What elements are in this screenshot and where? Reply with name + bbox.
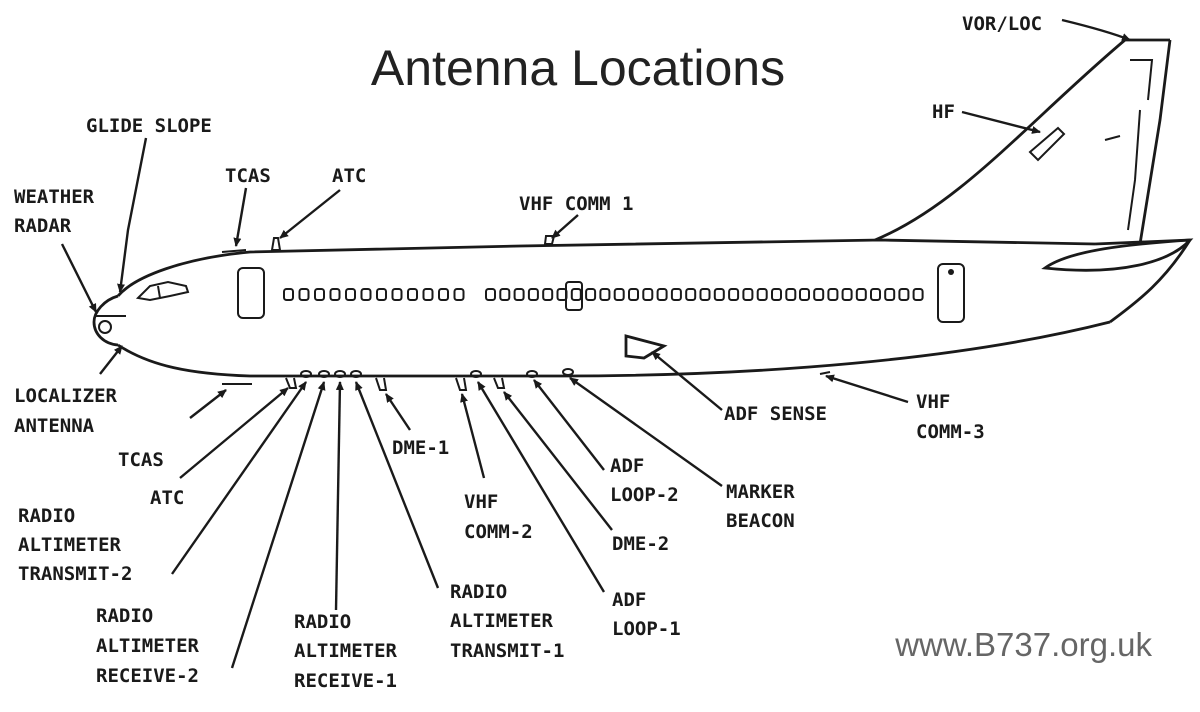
label-vhf-comm-3: VHF COMM-3	[916, 391, 985, 443]
cabin-window	[785, 288, 797, 301]
cabin-window	[713, 288, 725, 301]
cabin-window	[656, 288, 668, 301]
cabin-window	[870, 288, 881, 301]
cabin-window	[513, 288, 525, 301]
diagram-title: Antenna Locations	[371, 40, 785, 96]
cabin-window	[699, 288, 711, 301]
antenna-labels: VOR/LOC HF GLIDE SLOPE WEATHER RADAR TCA…	[14, 13, 1042, 692]
label-glide-slope: GLIDE SLOPE	[86, 115, 212, 137]
aircraft-outline	[92, 38, 1194, 391]
cabin-window	[728, 288, 740, 301]
label-adf-sense: ADF SENSE	[724, 403, 827, 425]
label-adf-loop-1: ADF LOOP-1	[612, 589, 681, 640]
cabin-window	[391, 288, 403, 301]
label-weather-radar: WEATHER RADAR	[14, 186, 106, 237]
label-radio-altimeter-receive-1: RADIO ALTIMETER RECEIVE-1	[294, 611, 408, 692]
cabin-window	[360, 288, 372, 301]
cabin-window	[670, 288, 682, 301]
label-vhf-comm-2: VHF COMM-2	[464, 491, 533, 543]
cabin-window	[570, 288, 582, 301]
cabin-window	[585, 288, 597, 301]
label-atc-bottom: ATC	[150, 487, 184, 509]
cabin-window	[345, 288, 356, 301]
label-radio-altimeter-transmit-2: RADIO ALTIMETER TRANSMIT-2	[18, 505, 132, 585]
cabin-window	[756, 288, 768, 301]
cabin-window	[898, 288, 910, 301]
cabin-windows	[283, 288, 924, 301]
label-hf: HF	[932, 101, 955, 123]
leader-lines	[60, 18, 1131, 669]
cabin-window	[855, 288, 867, 301]
label-tcas-top: TCAS	[225, 165, 271, 187]
label-radio-altimeter-receive-2: RADIO ALTIMETER RECEIVE-2	[96, 605, 210, 687]
cabin-window	[771, 288, 782, 301]
label-vhf-comm-1: VHF COMM 1	[519, 193, 633, 215]
cabin-window	[314, 288, 325, 301]
cabin-window	[542, 288, 554, 301]
cabin-window	[685, 288, 697, 301]
cabin-window	[912, 288, 924, 301]
cabin-window	[298, 288, 310, 301]
cabin-window	[599, 288, 611, 301]
cabin-window	[628, 288, 639, 301]
label-vor-loc: VOR/LOC	[962, 13, 1042, 35]
label-radio-altimeter-transmit-1: RADIO ALTIMETER TRANSMIT-1	[450, 581, 564, 662]
cabin-window	[438, 288, 449, 301]
label-localizer-antenna: LOCALIZER ANTENNA	[14, 385, 128, 437]
cabin-window	[613, 288, 625, 301]
label-adf-loop-2: ADF LOOP-2	[610, 455, 679, 506]
label-dme-1: DME-1	[392, 437, 449, 459]
cabin-window	[813, 288, 825, 301]
cabin-window	[827, 288, 839, 301]
cabin-window	[283, 288, 294, 301]
label-marker-beacon: MARKER BEACON	[726, 481, 806, 532]
cabin-window	[556, 288, 568, 301]
cabin-window	[329, 288, 341, 301]
cabin-window	[407, 288, 418, 301]
cabin-window	[453, 288, 465, 301]
label-dme-2: DME-2	[612, 533, 669, 555]
cabin-window	[884, 288, 896, 301]
site-credit: www.B737.org.uk	[894, 626, 1152, 663]
cabin-window	[485, 288, 496, 301]
cabin-window	[422, 288, 434, 301]
cabin-window	[376, 288, 387, 301]
cabin-window	[642, 288, 654, 301]
cabin-window	[742, 288, 754, 301]
cabin-window	[527, 288, 539, 301]
cabin-window	[799, 288, 810, 301]
label-atc-top: ATC	[332, 165, 366, 187]
label-tcas-bottom: TCAS	[118, 449, 164, 471]
cabin-window	[499, 288, 511, 301]
cabin-window	[841, 288, 853, 301]
